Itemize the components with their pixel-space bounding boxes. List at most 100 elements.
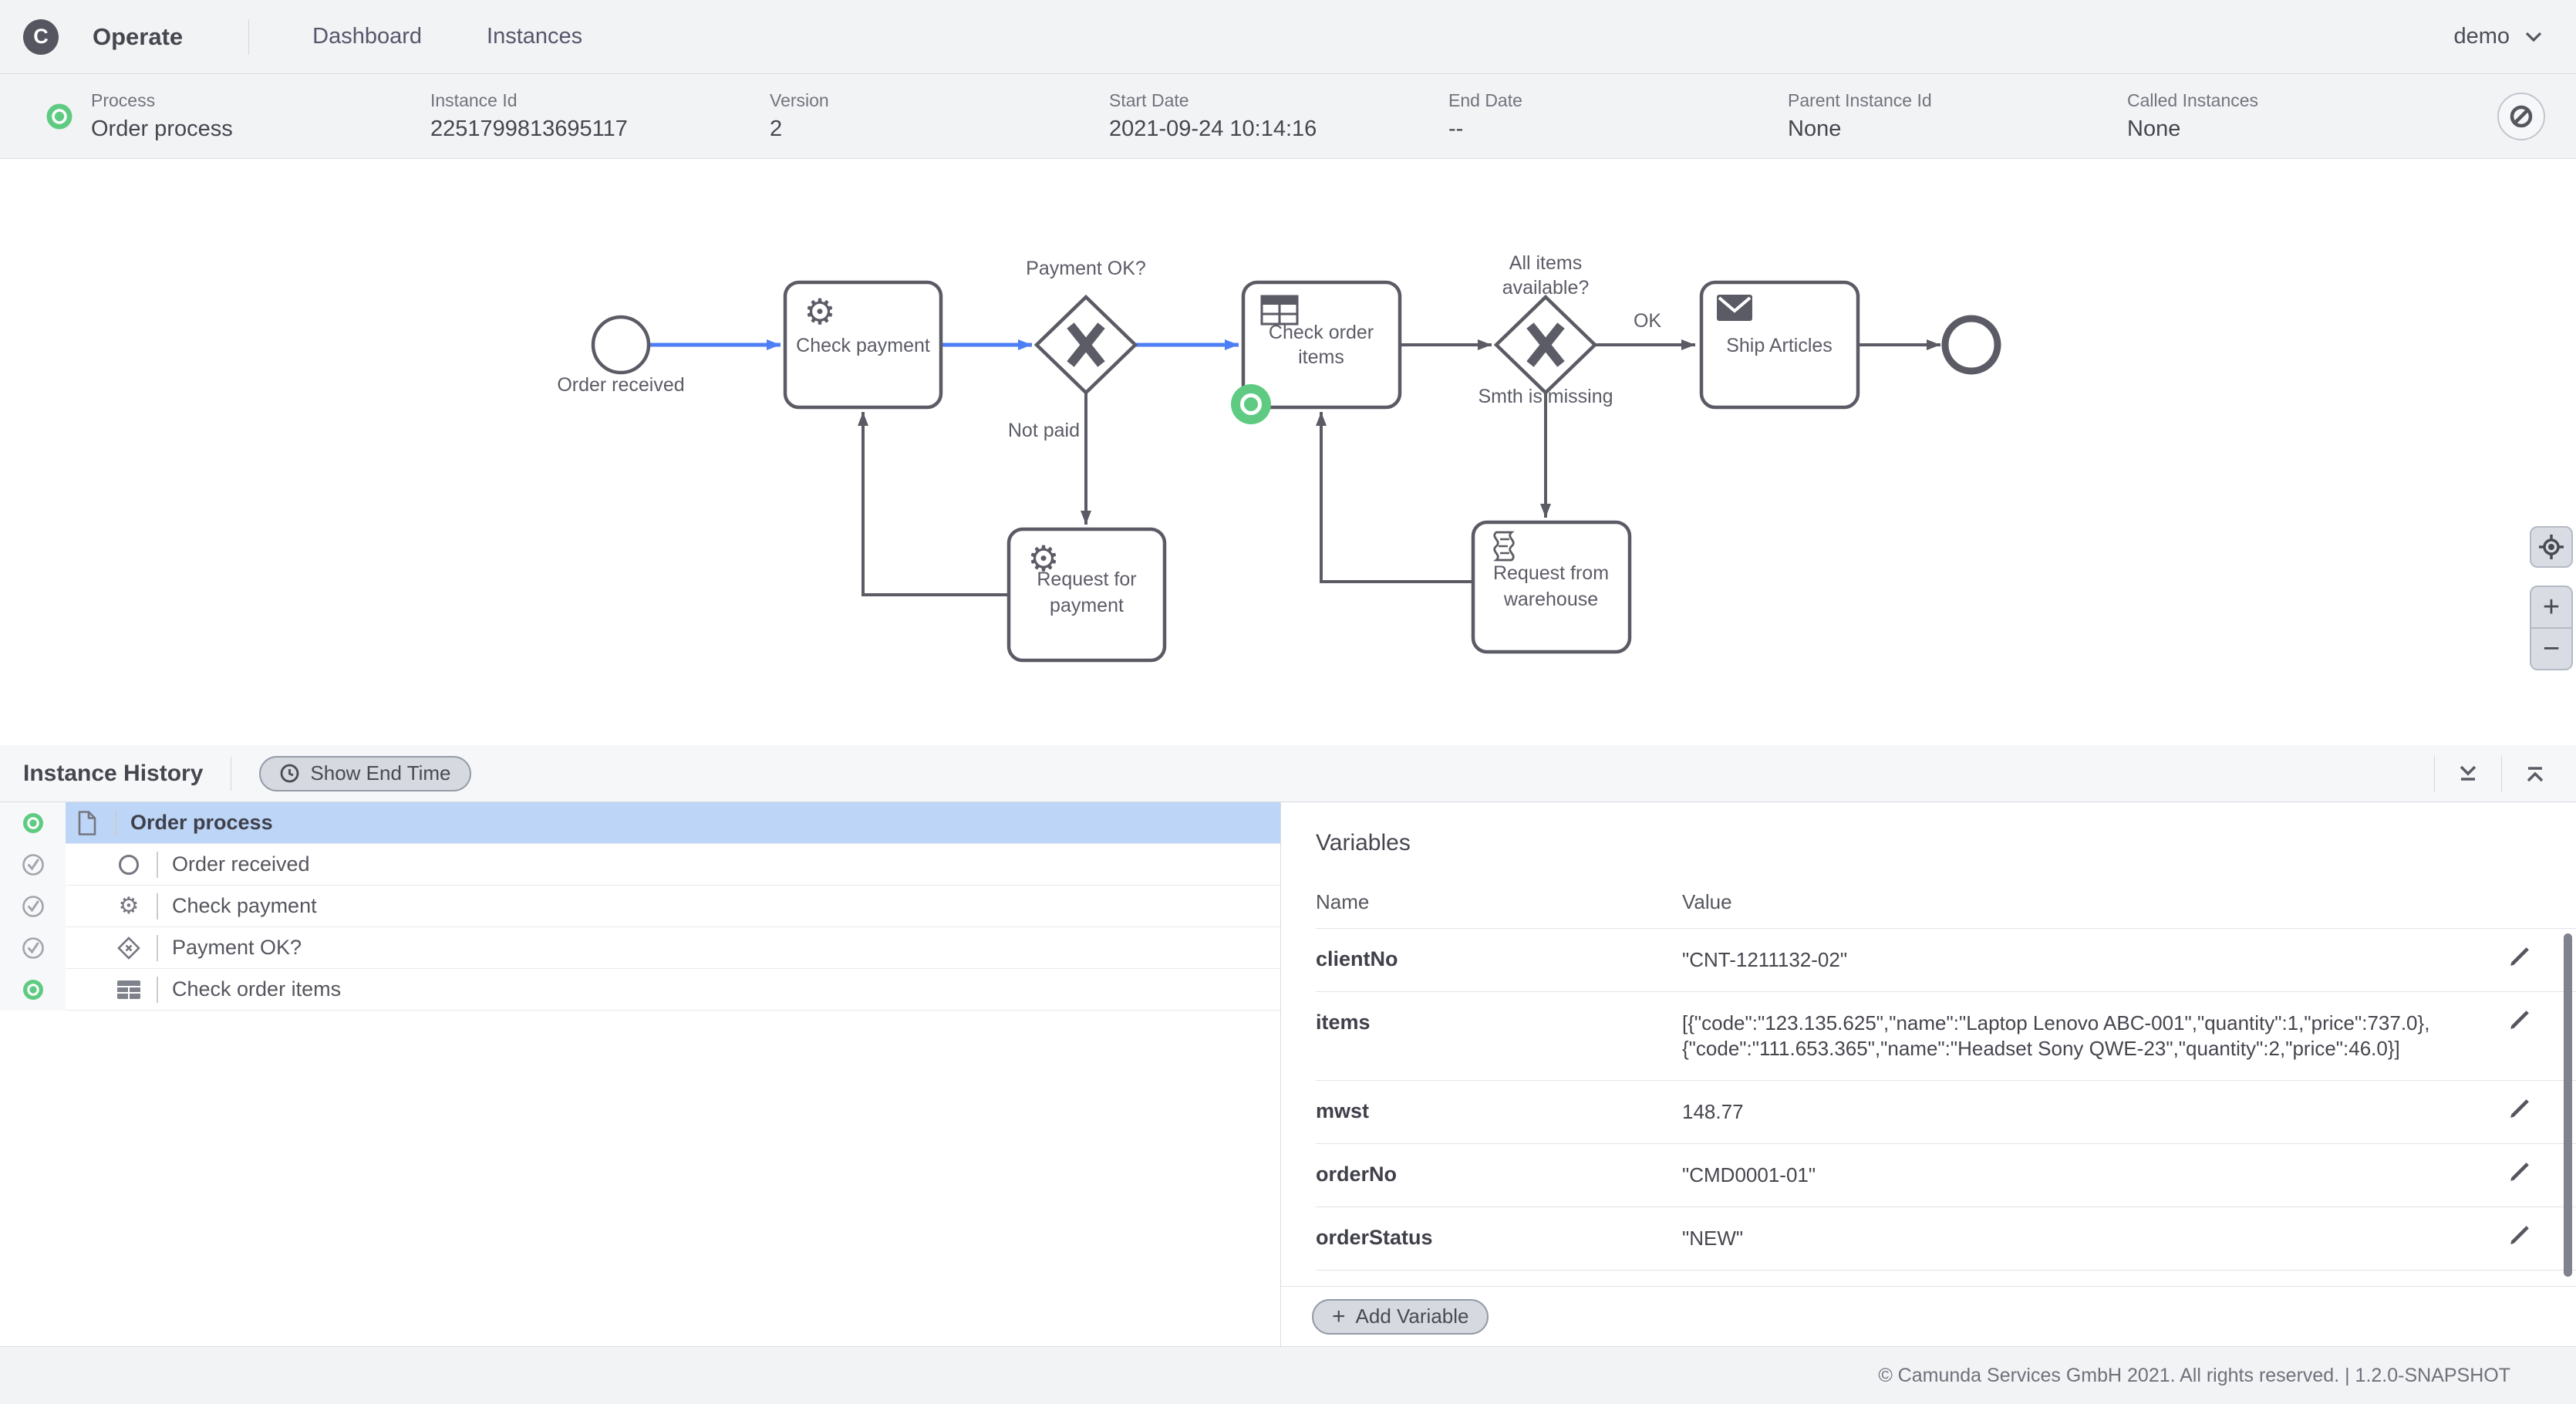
service-task-gear-icon: ⚙ xyxy=(1027,538,1059,579)
header-divider xyxy=(248,19,250,55)
script-task-icon xyxy=(1493,531,1515,562)
divider xyxy=(115,809,116,836)
value-column-header: Value xyxy=(1682,890,1732,913)
history-row-order-received[interactable]: Order received xyxy=(66,844,1280,886)
history-row-label: Order process xyxy=(130,811,273,834)
variable-row-mwst: mwst 148.77 xyxy=(1316,1081,2576,1144)
task-request-for-payment[interactable] xyxy=(1006,527,1167,663)
history-row[interactable]: Order received xyxy=(0,844,1280,886)
history-row[interactable]: Order process xyxy=(0,802,1280,844)
show-end-time-label: Show End Time xyxy=(310,761,451,785)
history-row-check-payment[interactable]: ⚙ Check payment xyxy=(66,886,1280,927)
field-label: End Date xyxy=(1448,90,1522,110)
clock-icon xyxy=(281,764,299,783)
pencil-icon xyxy=(2510,947,2529,966)
edit-variable-button[interactable] xyxy=(2508,1009,2531,1032)
start-event-icon xyxy=(115,854,143,876)
field-parent-instance-id: Parent Instance Id None xyxy=(1788,90,2127,142)
field-value: None xyxy=(2127,116,2181,141)
user-dropdown[interactable]: demo xyxy=(2453,24,2542,49)
field-label: Instance Id xyxy=(430,90,518,110)
expand-up-icon xyxy=(2527,766,2544,781)
field-value: 2251799813695117 xyxy=(430,116,628,141)
zoom-in-button[interactable]: + xyxy=(2531,587,2571,627)
divider xyxy=(157,893,158,920)
field-label: Called Instances xyxy=(2127,90,2259,110)
pencil-icon xyxy=(2510,1226,2529,1244)
variable-row-items: items [{"code":"123.135.625","name":"Lap… xyxy=(1316,992,2576,1081)
variable-value: 148.77 xyxy=(1682,1100,1744,1123)
end-event[interactable] xyxy=(1941,315,2001,375)
label-check-order-2: items xyxy=(1298,346,1344,368)
history-row[interactable]: Payment OK? xyxy=(0,927,1280,969)
zoom-out-button[interactable]: − xyxy=(2531,627,2571,669)
label-all-items-1: All items xyxy=(1509,252,1582,274)
edit-variable-button[interactable] xyxy=(2508,1161,2531,1184)
nav-dashboard[interactable]: Dashboard xyxy=(312,24,423,49)
label-check-payment: Check payment xyxy=(796,335,930,356)
instance-history-header: Instance History Show End Time xyxy=(0,745,2576,802)
active-state-icon xyxy=(22,813,43,833)
variable-value: "NEW" xyxy=(1682,1227,1744,1250)
task-check-payment[interactable] xyxy=(783,280,943,410)
expand-panel-button[interactable] xyxy=(2502,765,2568,782)
service-task-gear-icon: ⚙ xyxy=(118,892,140,920)
field-value: Order process xyxy=(91,116,233,141)
cancel-instance-button[interactable] xyxy=(2497,92,2545,140)
instance-active-state-icon xyxy=(45,102,74,131)
variables-footer: + Add Variable xyxy=(1281,1286,2576,1346)
history-row[interactable]: Check order items xyxy=(0,969,1280,1011)
divider xyxy=(157,934,158,961)
variables-scrollbar-thumb[interactable] xyxy=(2564,933,2572,1277)
instance-history-tree: Order process Order received xyxy=(0,802,1280,1346)
variable-name: orderStatus xyxy=(1316,1226,1433,1249)
edit-variable-button[interactable] xyxy=(2508,946,2531,969)
field-instance-id: Instance Id 2251799813695117 xyxy=(430,90,770,142)
diagram-reset-view-button[interactable] xyxy=(2530,526,2573,568)
xor-gateway-markers xyxy=(1067,322,1565,367)
variables-panel: Variables Name Value clientNo "CNT-12111… xyxy=(1280,802,2576,1346)
variable-value: "CMD0001-01" xyxy=(1682,1163,1816,1186)
field-label: Parent Instance Id xyxy=(1788,90,1932,110)
edit-variable-button[interactable] xyxy=(2508,1224,2531,1247)
history-and-variables: Order process Order received xyxy=(0,802,2576,1346)
state-cell xyxy=(0,886,66,927)
active-state-icon xyxy=(22,980,43,1000)
label-request-payment-1: Request for xyxy=(1037,569,1136,590)
field-value: 2 xyxy=(770,116,783,141)
field-end-date: End Date -- xyxy=(1448,90,1788,142)
variable-name: orderNo xyxy=(1316,1163,1398,1186)
field-label: Process xyxy=(91,90,156,110)
show-end-time-button[interactable]: Show End Time xyxy=(259,755,471,791)
add-variable-button[interactable]: + Add Variable xyxy=(1312,1298,1489,1335)
history-row[interactable]: ⚙ Check payment xyxy=(0,886,1280,927)
panel-controls xyxy=(2434,754,2568,792)
divider xyxy=(2501,754,2502,792)
field-called-instances: Called Instances None xyxy=(2127,90,2466,142)
field-version: Version 2 xyxy=(770,90,1109,142)
label-not-paid: Not paid xyxy=(1008,420,1080,441)
edit-variable-button[interactable] xyxy=(2508,1098,2531,1121)
completed-state-icon xyxy=(22,937,44,959)
business-rule-task-table-icon xyxy=(1260,295,1299,326)
start-event-order-received[interactable] xyxy=(591,315,651,375)
xor-gateway-icon xyxy=(115,936,143,960)
bpmn-diagram-canvas[interactable]: ⚙ ⚙ Order received Check payment Payment… xyxy=(0,159,2576,745)
divider xyxy=(157,851,158,878)
pencil-icon xyxy=(2510,1099,2529,1118)
field-label: Version xyxy=(770,90,829,110)
history-row-order-process[interactable]: Order process xyxy=(66,802,1280,844)
pencil-icon xyxy=(2510,1163,2529,1181)
label-request-payment-2: payment xyxy=(1050,595,1124,616)
state-cell xyxy=(0,802,66,844)
history-row-payment-ok[interactable]: Payment OK? xyxy=(66,927,1280,969)
nav-instances[interactable]: Instances xyxy=(487,24,583,49)
collapse-panel-button[interactable] xyxy=(2435,765,2501,782)
label-check-order-1: Check order xyxy=(1269,322,1374,343)
label-order-received: Order received xyxy=(557,374,684,396)
add-variable-label: Add Variable xyxy=(1355,1304,1469,1328)
variables-title: Variables xyxy=(1316,830,1411,856)
state-cell xyxy=(0,969,66,1011)
history-row-check-order-items[interactable]: Check order items xyxy=(66,969,1280,1011)
field-value: None xyxy=(1788,116,1842,141)
